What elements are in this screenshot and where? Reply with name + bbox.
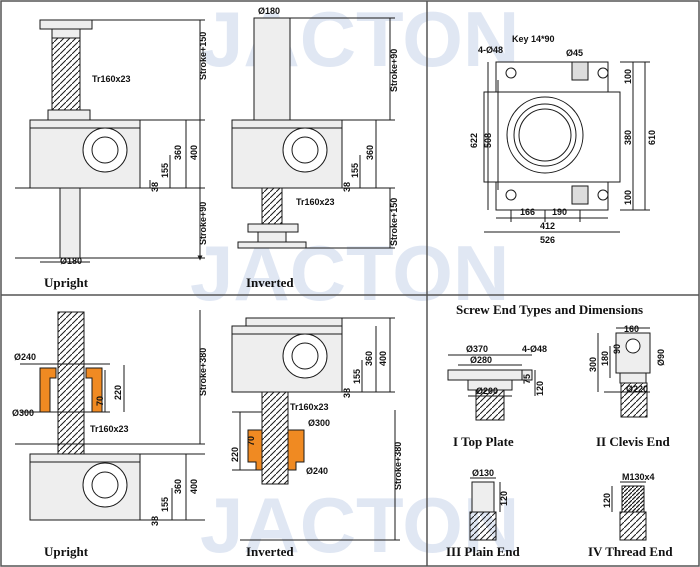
- svg-text:Ø200: Ø200: [476, 386, 498, 396]
- svg-text:Ø220: Ø220: [626, 384, 648, 394]
- thread-end-drawing: [611, 481, 647, 541]
- svg-text:Ø300: Ø300: [308, 418, 330, 428]
- svg-text:75: 75: [522, 374, 532, 384]
- svg-text:100: 100: [623, 69, 633, 84]
- svg-text:400: 400: [189, 479, 199, 494]
- svg-text:38: 38: [342, 182, 352, 192]
- svg-text:Ø370: Ø370: [466, 344, 488, 354]
- svg-text:360: 360: [173, 479, 183, 494]
- caption-inverted-top: Inverted: [246, 275, 294, 290]
- svg-text:JACTON: JACTON: [200, 0, 519, 83]
- svg-text:Stroke+380: Stroke+380: [393, 442, 403, 490]
- svg-text:160: 160: [624, 324, 639, 334]
- caption-inverted-bottom: Inverted: [246, 544, 294, 559]
- svg-text:190: 190: [552, 207, 567, 217]
- svg-text:400: 400: [378, 351, 388, 366]
- svg-text:300: 300: [588, 357, 598, 372]
- svg-text:90: 90: [612, 344, 622, 354]
- svg-text:Stroke+90: Stroke+90: [198, 202, 208, 245]
- clevis-end-drawing: [597, 327, 651, 418]
- svg-text:100: 100: [623, 190, 633, 205]
- svg-text:38: 38: [150, 182, 160, 192]
- svg-text:Ø280: Ø280: [470, 355, 492, 365]
- upright-nut: [20, 363, 110, 413]
- svg-text:120: 120: [602, 493, 612, 508]
- svg-text:360: 360: [173, 145, 183, 160]
- svg-text:180: 180: [600, 351, 610, 366]
- svg-text:M130x4: M130x4: [622, 472, 655, 482]
- svg-text:Tr160x23: Tr160x23: [92, 74, 131, 84]
- svg-text:120: 120: [499, 491, 509, 506]
- svg-text:4-Ø48: 4-Ø48: [522, 344, 547, 354]
- svg-text:38: 38: [342, 388, 352, 398]
- svg-text:120: 120: [535, 381, 545, 396]
- svg-text:412: 412: [540, 221, 555, 231]
- svg-text:70: 70: [246, 436, 256, 446]
- svg-text:166: 166: [520, 207, 535, 217]
- svg-text:Ø90: Ø90: [656, 349, 666, 366]
- caption-upright-top: Upright: [44, 275, 89, 290]
- inverted-jack-bottom: [231, 317, 400, 541]
- svg-text:380: 380: [623, 130, 633, 145]
- svg-text:508: 508: [483, 133, 493, 148]
- upright-jack-bottom: [15, 310, 205, 521]
- svg-text:Tr160x23: Tr160x23: [296, 197, 335, 207]
- svg-text:155: 155: [160, 497, 170, 512]
- svg-text:Ø240: Ø240: [14, 352, 36, 362]
- plan-view: [483, 61, 650, 233]
- svg-text:Stroke+90: Stroke+90: [389, 49, 399, 92]
- svg-text:JACTON: JACTON: [200, 481, 519, 567]
- svg-text:155: 155: [160, 163, 170, 178]
- svg-text:Ø180: Ø180: [258, 6, 280, 16]
- svg-text:526: 526: [540, 235, 555, 245]
- svg-text:Stroke+150: Stroke+150: [198, 32, 208, 80]
- upright-jack-top: [15, 19, 205, 263]
- svg-text:Tr160x23: Tr160x23: [290, 402, 329, 412]
- top-plate-drawing: [447, 354, 536, 421]
- svg-text:Ø130: Ø130: [472, 468, 494, 478]
- inverted-jack-top: [231, 17, 395, 249]
- svg-text:Key 14*90: Key 14*90: [512, 34, 555, 44]
- svg-text:Tr160x23: Tr160x23: [90, 424, 129, 434]
- svg-text:Ø45: Ø45: [566, 48, 583, 58]
- caption-clevis-end: II Clevis End: [596, 434, 670, 449]
- svg-text:155: 155: [350, 163, 360, 178]
- screw-ends-title: Screw End Types and Dimensions: [456, 302, 643, 317]
- svg-text:Stroke+380: Stroke+380: [198, 348, 208, 396]
- caption-plain-end: III Plain End: [446, 544, 520, 559]
- svg-text:38: 38: [150, 516, 160, 526]
- svg-text:4-Ø48: 4-Ø48: [478, 45, 503, 55]
- svg-text:Stroke+150: Stroke+150: [389, 198, 399, 246]
- svg-text:400: 400: [189, 145, 199, 160]
- svg-text:220: 220: [113, 385, 123, 400]
- svg-text:155: 155: [352, 369, 362, 384]
- watermark: JACTON JACTON JACTON: [190, 0, 519, 567]
- svg-text:622: 622: [469, 133, 479, 148]
- svg-text:Ø240: Ø240: [306, 466, 328, 476]
- svg-text:360: 360: [364, 351, 374, 366]
- svg-text:610: 610: [647, 130, 657, 145]
- svg-text:360: 360: [365, 145, 375, 160]
- caption-upright-bottom: Upright: [44, 544, 89, 559]
- svg-text:220: 220: [230, 447, 240, 462]
- svg-text:Ø180: Ø180: [60, 256, 82, 266]
- svg-text:Ø300: Ø300: [12, 408, 34, 418]
- inverted-nut: [247, 429, 305, 471]
- plain-end-drawing: [469, 477, 501, 541]
- caption-thread-end: IV Thread End: [588, 544, 673, 559]
- svg-text:70: 70: [95, 396, 105, 406]
- caption-top-plate: I Top Plate: [453, 434, 514, 449]
